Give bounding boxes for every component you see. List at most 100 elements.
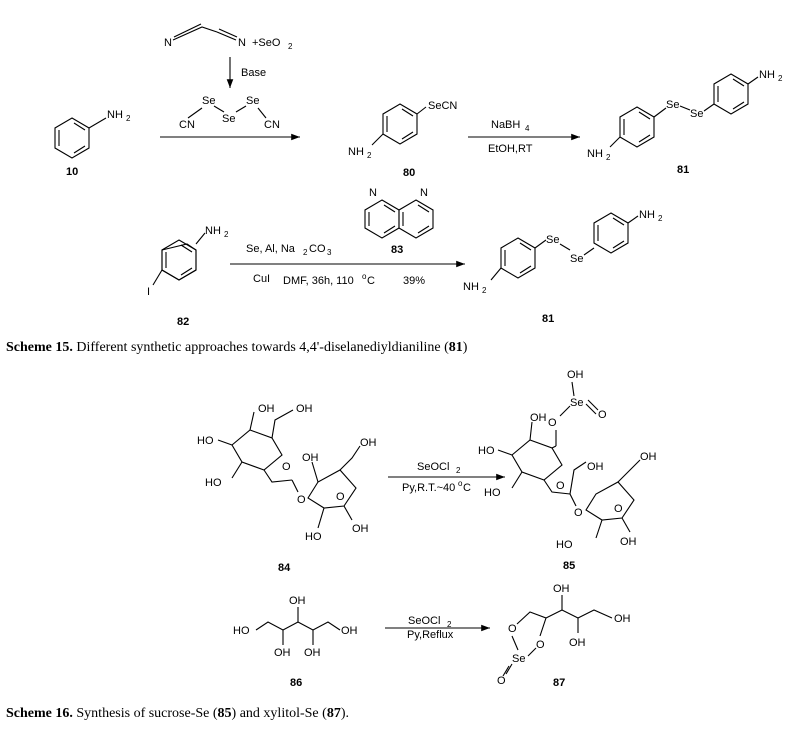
scheme-16-caption: Scheme 16. Synthesis of sucrose-Se (85) …: [6, 706, 349, 721]
svg-text:N: N: [369, 187, 377, 199]
svg-text:OH: OH: [614, 613, 631, 625]
xylitol-se-87: O O Se O OH OH OH 87: [497, 583, 631, 689]
compound-81-bottom: Se Se NH 2 NH 2 81: [463, 209, 663, 325]
svg-text:SeOCl: SeOCl: [417, 461, 449, 473]
bipyridine-83: N N 83: [364, 187, 434, 256]
compound-84-label: 84: [278, 562, 291, 574]
svg-text:o: o: [458, 479, 463, 488]
svg-text:HO: HO: [484, 487, 501, 499]
svg-text:Se: Se: [690, 108, 703, 120]
svg-text:OH: OH: [620, 536, 637, 548]
svg-text:O: O: [614, 503, 623, 515]
svg-text:OH: OH: [289, 595, 306, 607]
scheme-15-caption: Scheme 15. Different synthetic approache…: [6, 340, 468, 355]
svg-text:2: 2: [482, 286, 487, 295]
svg-text:2: 2: [658, 214, 663, 223]
compound-82: NH 2 I 82: [147, 225, 229, 328]
svg-text:3: 3: [327, 248, 332, 257]
svg-text:OH: OH: [553, 583, 570, 595]
diselenocyanate-reagent: Se Se Se CN CN: [179, 95, 280, 131]
svg-text:OH: OH: [341, 625, 358, 637]
svg-text:NaBH: NaBH: [491, 119, 520, 131]
compound-82-label: 82: [177, 316, 189, 328]
compound-80: SeCN NH 2 80: [348, 100, 457, 179]
compound-83-label: 83: [391, 244, 403, 256]
svg-text:2: 2: [778, 74, 783, 83]
svg-text:N: N: [420, 187, 428, 199]
svg-text:2: 2: [303, 248, 308, 257]
svg-text:DMF, 36h, 110: DMF, 36h, 110: [283, 275, 354, 287]
svg-text:HO: HO: [556, 539, 573, 551]
svg-text:OH: OH: [274, 647, 291, 659]
svg-text:O: O: [508, 623, 517, 635]
svg-text:O: O: [556, 480, 565, 492]
sucrose-se-85: OH Se O O OH HO HO O OH O O OH HO OH 85: [478, 369, 657, 572]
svg-text:Se: Se: [570, 397, 583, 409]
svg-text:HO: HO: [305, 531, 322, 543]
svg-text:OH: OH: [640, 451, 657, 463]
svg-text:2: 2: [456, 466, 461, 475]
compound-80-label: 80: [403, 167, 415, 179]
compound-81-top: Se Se NH 2 NH 2 81: [587, 69, 783, 176]
svg-text:CN: CN: [179, 119, 195, 131]
seo2-label: +SeO: [252, 37, 281, 49]
svg-text:Se: Se: [246, 95, 259, 107]
svg-text:SeOCl: SeOCl: [408, 615, 440, 627]
svg-text:NH: NH: [639, 209, 655, 221]
svg-text:EtOH,RT: EtOH,RT: [488, 143, 533, 155]
svg-text:Py,Reflux: Py,Reflux: [407, 629, 454, 641]
sucrose-84: O OH OH HO HO O O OH OH HO OH 84: [197, 403, 377, 574]
svg-text:OH: OH: [360, 437, 377, 449]
svg-text:Se, Al, Na: Se, Al, Na: [246, 243, 296, 255]
atom-n: N: [164, 37, 172, 49]
svg-text:NH: NH: [463, 281, 479, 293]
compound-81b-label: 81: [542, 313, 554, 325]
svg-text:NH: NH: [348, 146, 364, 158]
svg-text:CO: CO: [309, 243, 326, 255]
svg-text:Se: Se: [222, 113, 235, 125]
svg-text:OH: OH: [258, 403, 275, 415]
xylitol-86: HO OH OH OH OH 86: [233, 595, 358, 689]
svg-text:OH: OH: [296, 403, 313, 415]
svg-text:O: O: [598, 409, 607, 421]
svg-text:39%: 39%: [403, 275, 425, 287]
svg-text:NH: NH: [587, 148, 603, 160]
svg-text:OH: OH: [304, 647, 321, 659]
svg-text:OH: OH: [587, 461, 604, 473]
compound-87-label: 87: [553, 677, 565, 689]
atom-n: N: [238, 37, 246, 49]
svg-text:HO: HO: [205, 477, 222, 489]
svg-text:CuI: CuI: [253, 273, 270, 285]
svg-text:OH: OH: [302, 452, 319, 464]
malononitrile-reagent: N N +SeO 2: [164, 23, 293, 51]
svg-text:Se: Se: [512, 653, 525, 665]
svg-text:HO: HO: [197, 435, 214, 447]
svg-text:NH: NH: [759, 69, 775, 81]
svg-text:CN: CN: [264, 119, 280, 131]
base-label: Base: [241, 67, 266, 79]
svg-text:NH: NH: [107, 109, 123, 121]
svg-text:C: C: [463, 482, 471, 494]
svg-text:SeCN: SeCN: [428, 100, 457, 112]
svg-text:OH: OH: [352, 523, 369, 535]
svg-text:Py,R.T.~40: Py,R.T.~40: [402, 482, 455, 494]
svg-text:C: C: [367, 275, 375, 287]
svg-text:2: 2: [224, 230, 229, 239]
svg-text:O: O: [574, 507, 583, 519]
svg-text:HO: HO: [478, 445, 495, 457]
svg-text:Se: Se: [202, 95, 215, 107]
svg-text:2: 2: [606, 153, 611, 162]
svg-text:OH: OH: [569, 637, 586, 649]
svg-text:2: 2: [447, 620, 452, 629]
compound-10-label: 10: [66, 166, 78, 178]
svg-text:O: O: [536, 639, 545, 651]
svg-text:OH: OH: [567, 369, 584, 381]
aniline-10: NH 2 10: [54, 109, 131, 178]
svg-text:NH: NH: [205, 225, 221, 237]
compound-85-label: 85: [563, 560, 575, 572]
svg-text:Se: Se: [570, 253, 583, 265]
svg-text:O: O: [497, 675, 506, 687]
svg-text:Se: Se: [666, 99, 679, 111]
svg-text:2: 2: [367, 151, 372, 160]
